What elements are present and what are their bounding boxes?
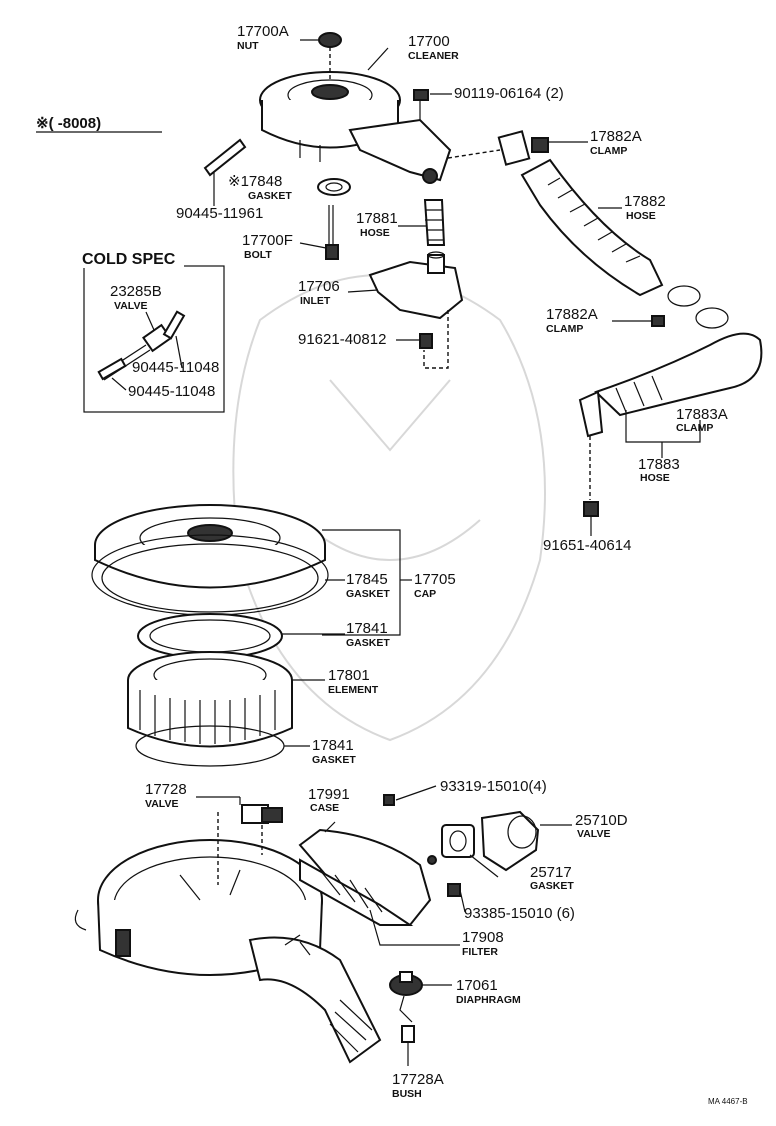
gasket-17848 — [317, 178, 351, 196]
label-17881-name: HOSE — [360, 227, 390, 239]
label-17841-bot-number: 17841 — [312, 737, 354, 754]
clamp-17882A-mid — [651, 315, 665, 327]
screw-93319 — [383, 794, 395, 806]
header-note: ※( -8008) — [36, 115, 101, 132]
label-17882-number: 17882 — [624, 193, 666, 210]
label-90445-a-number: 90445-11048 — [132, 359, 219, 376]
label-25710D-name: VALVE — [577, 828, 610, 840]
label-25717-number: 25717 — [530, 864, 572, 881]
label-17883A-name: CLAMP — [676, 422, 713, 434]
label-17728-number: 17728 — [145, 781, 187, 798]
label-17700-name: CLEANER — [408, 50, 459, 62]
label-17991-name: CASE — [310, 802, 339, 814]
label-17908-name: FILTER — [462, 946, 498, 958]
hose-17881 — [423, 199, 446, 246]
label-17841-top-name: GASKET — [346, 637, 390, 649]
label-17801-name: ELEMENT — [328, 684, 379, 696]
label-17883A-number: 17883A — [676, 406, 728, 423]
label-17700F-number: 17700F — [242, 232, 293, 249]
bolt-91651 — [583, 501, 599, 517]
label-17728A-number: 17728A — [392, 1071, 444, 1088]
screw-93385 — [447, 883, 461, 897]
valve-25710D — [441, 810, 572, 878]
label-17728-name: VALVE — [145, 798, 178, 810]
label-17700A-number: 17700A — [237, 23, 289, 40]
label-17883-name: HOSE — [640, 472, 670, 484]
clamp-17882A-top — [497, 130, 588, 166]
label-17061-name: DIAPHRAGM — [456, 994, 521, 1006]
label-90445-11961-number: 90445-11961 — [176, 205, 263, 222]
label-90119-number: 90119-06164 (2) — [454, 85, 564, 102]
label-17848-number: ※17848 — [228, 173, 282, 190]
label-17706-name: INLET — [300, 295, 331, 307]
air-cleaner-case — [74, 839, 323, 976]
label-17841-bot-name: GASKET — [312, 754, 356, 766]
clamp-ring-2 — [695, 307, 729, 329]
label-17882A-top-number: 17882A — [590, 128, 642, 145]
cold-spec-title: COLD SPEC — [82, 251, 176, 268]
label-17705-number: 17705 — [414, 571, 456, 588]
hose-17883 — [578, 332, 763, 458]
cleaner-top-assembly — [259, 71, 452, 184]
label-17848-name: GASKET — [248, 190, 292, 202]
label-17728A-name: BUSH — [392, 1088, 422, 1100]
cap-17705 — [91, 504, 329, 616]
label-25717-name: GASKET — [530, 880, 574, 892]
label-17700A-name: NUT — [237, 40, 259, 52]
label-17706-number: 17706 — [298, 278, 340, 295]
pipe-90445-11961 — [203, 138, 247, 206]
inlet-17706 — [347, 251, 464, 320]
label-23285B-number: 23285B — [110, 283, 162, 300]
label-90445-b-number: 90445-11048 — [128, 383, 215, 400]
label-17882A-mid-number: 17882A — [546, 306, 598, 323]
snorkel-outlet — [248, 934, 382, 1064]
label-17700-number: 17700 — [408, 33, 450, 50]
label-17841-top-number: 17841 — [346, 620, 388, 637]
label-17845-number: 17845 — [346, 571, 388, 588]
label-17061-number: 17061 — [456, 977, 498, 994]
label-17845-name: GASKET — [346, 588, 390, 600]
label-17883-number: 17883 — [638, 456, 680, 473]
label-91651-number: 91651-40614 — [543, 537, 631, 554]
clamp-ring-1 — [667, 285, 701, 307]
bolt-90119 — [413, 89, 429, 101]
hose-17882 — [520, 158, 664, 297]
label-93319-number: 93319-15010(4) — [440, 778, 547, 795]
diagram-caption: MA 4467-B — [708, 1097, 748, 1106]
label-25710D-number: 25710D — [575, 812, 628, 829]
label-17881-number: 17881 — [356, 210, 398, 227]
label-17991-number: 17991 — [308, 786, 350, 803]
bolt-17700F — [299, 205, 339, 260]
label-17882A-top-name: CLAMP — [590, 145, 627, 157]
part-labels: 17700A NUT 17700 CLEANER 90119-06164 (2)… — [110, 23, 748, 1106]
label-17908-number: 17908 — [462, 929, 504, 946]
label-17882-name: HOSE — [626, 210, 656, 222]
label-17801-number: 17801 — [328, 667, 370, 684]
label-93385-number: 93385-15010 (6) — [464, 905, 575, 922]
label-23285B-name: VALVE — [114, 300, 147, 312]
label-17705-name: CAP — [414, 588, 436, 600]
label-91621-number: 91621-40812 — [298, 331, 386, 348]
element-17801 — [127, 651, 293, 748]
label-17882A-mid-name: CLAMP — [546, 323, 583, 335]
bush-17728A — [401, 1025, 415, 1043]
cold-spec-box: COLD SPEC — [80, 250, 225, 413]
diaphragm-17061 — [389, 971, 452, 1023]
valve-17728 — [196, 796, 283, 885]
nut-17700A — [318, 32, 342, 48]
bolt-91621 — [419, 333, 433, 349]
label-17700F-name: BOLT — [244, 249, 272, 261]
case-17991 — [298, 821, 437, 927]
